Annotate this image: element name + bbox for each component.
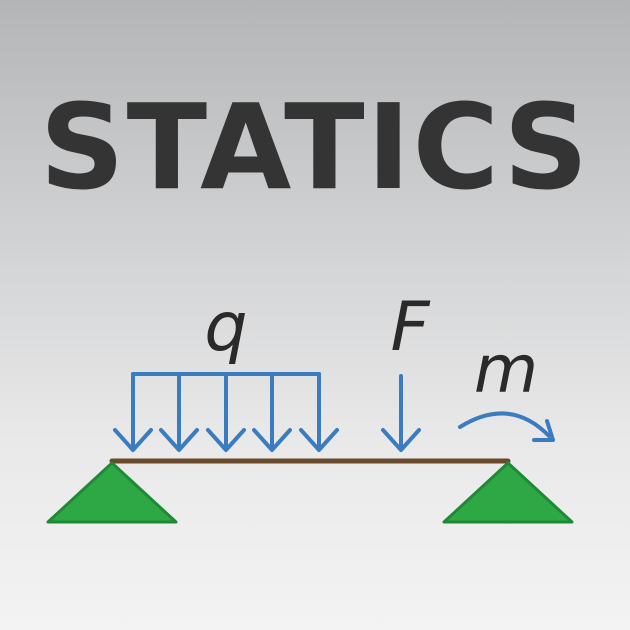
distributed-load-label: q [204,288,247,367]
load-arrow [206,372,246,452]
point-force-label: F [390,288,430,367]
left-support [46,461,178,524]
load-arrow [299,372,339,452]
load-arrow [252,372,292,452]
moment-arrow [458,411,555,442]
distributed-load [113,372,339,452]
app-title: STATICS [39,78,591,216]
moment-label: m [474,331,538,408]
point-force-arrow [381,374,421,452]
load-arrow [113,372,153,452]
right-support [442,461,574,524]
load-arrow [159,372,199,452]
